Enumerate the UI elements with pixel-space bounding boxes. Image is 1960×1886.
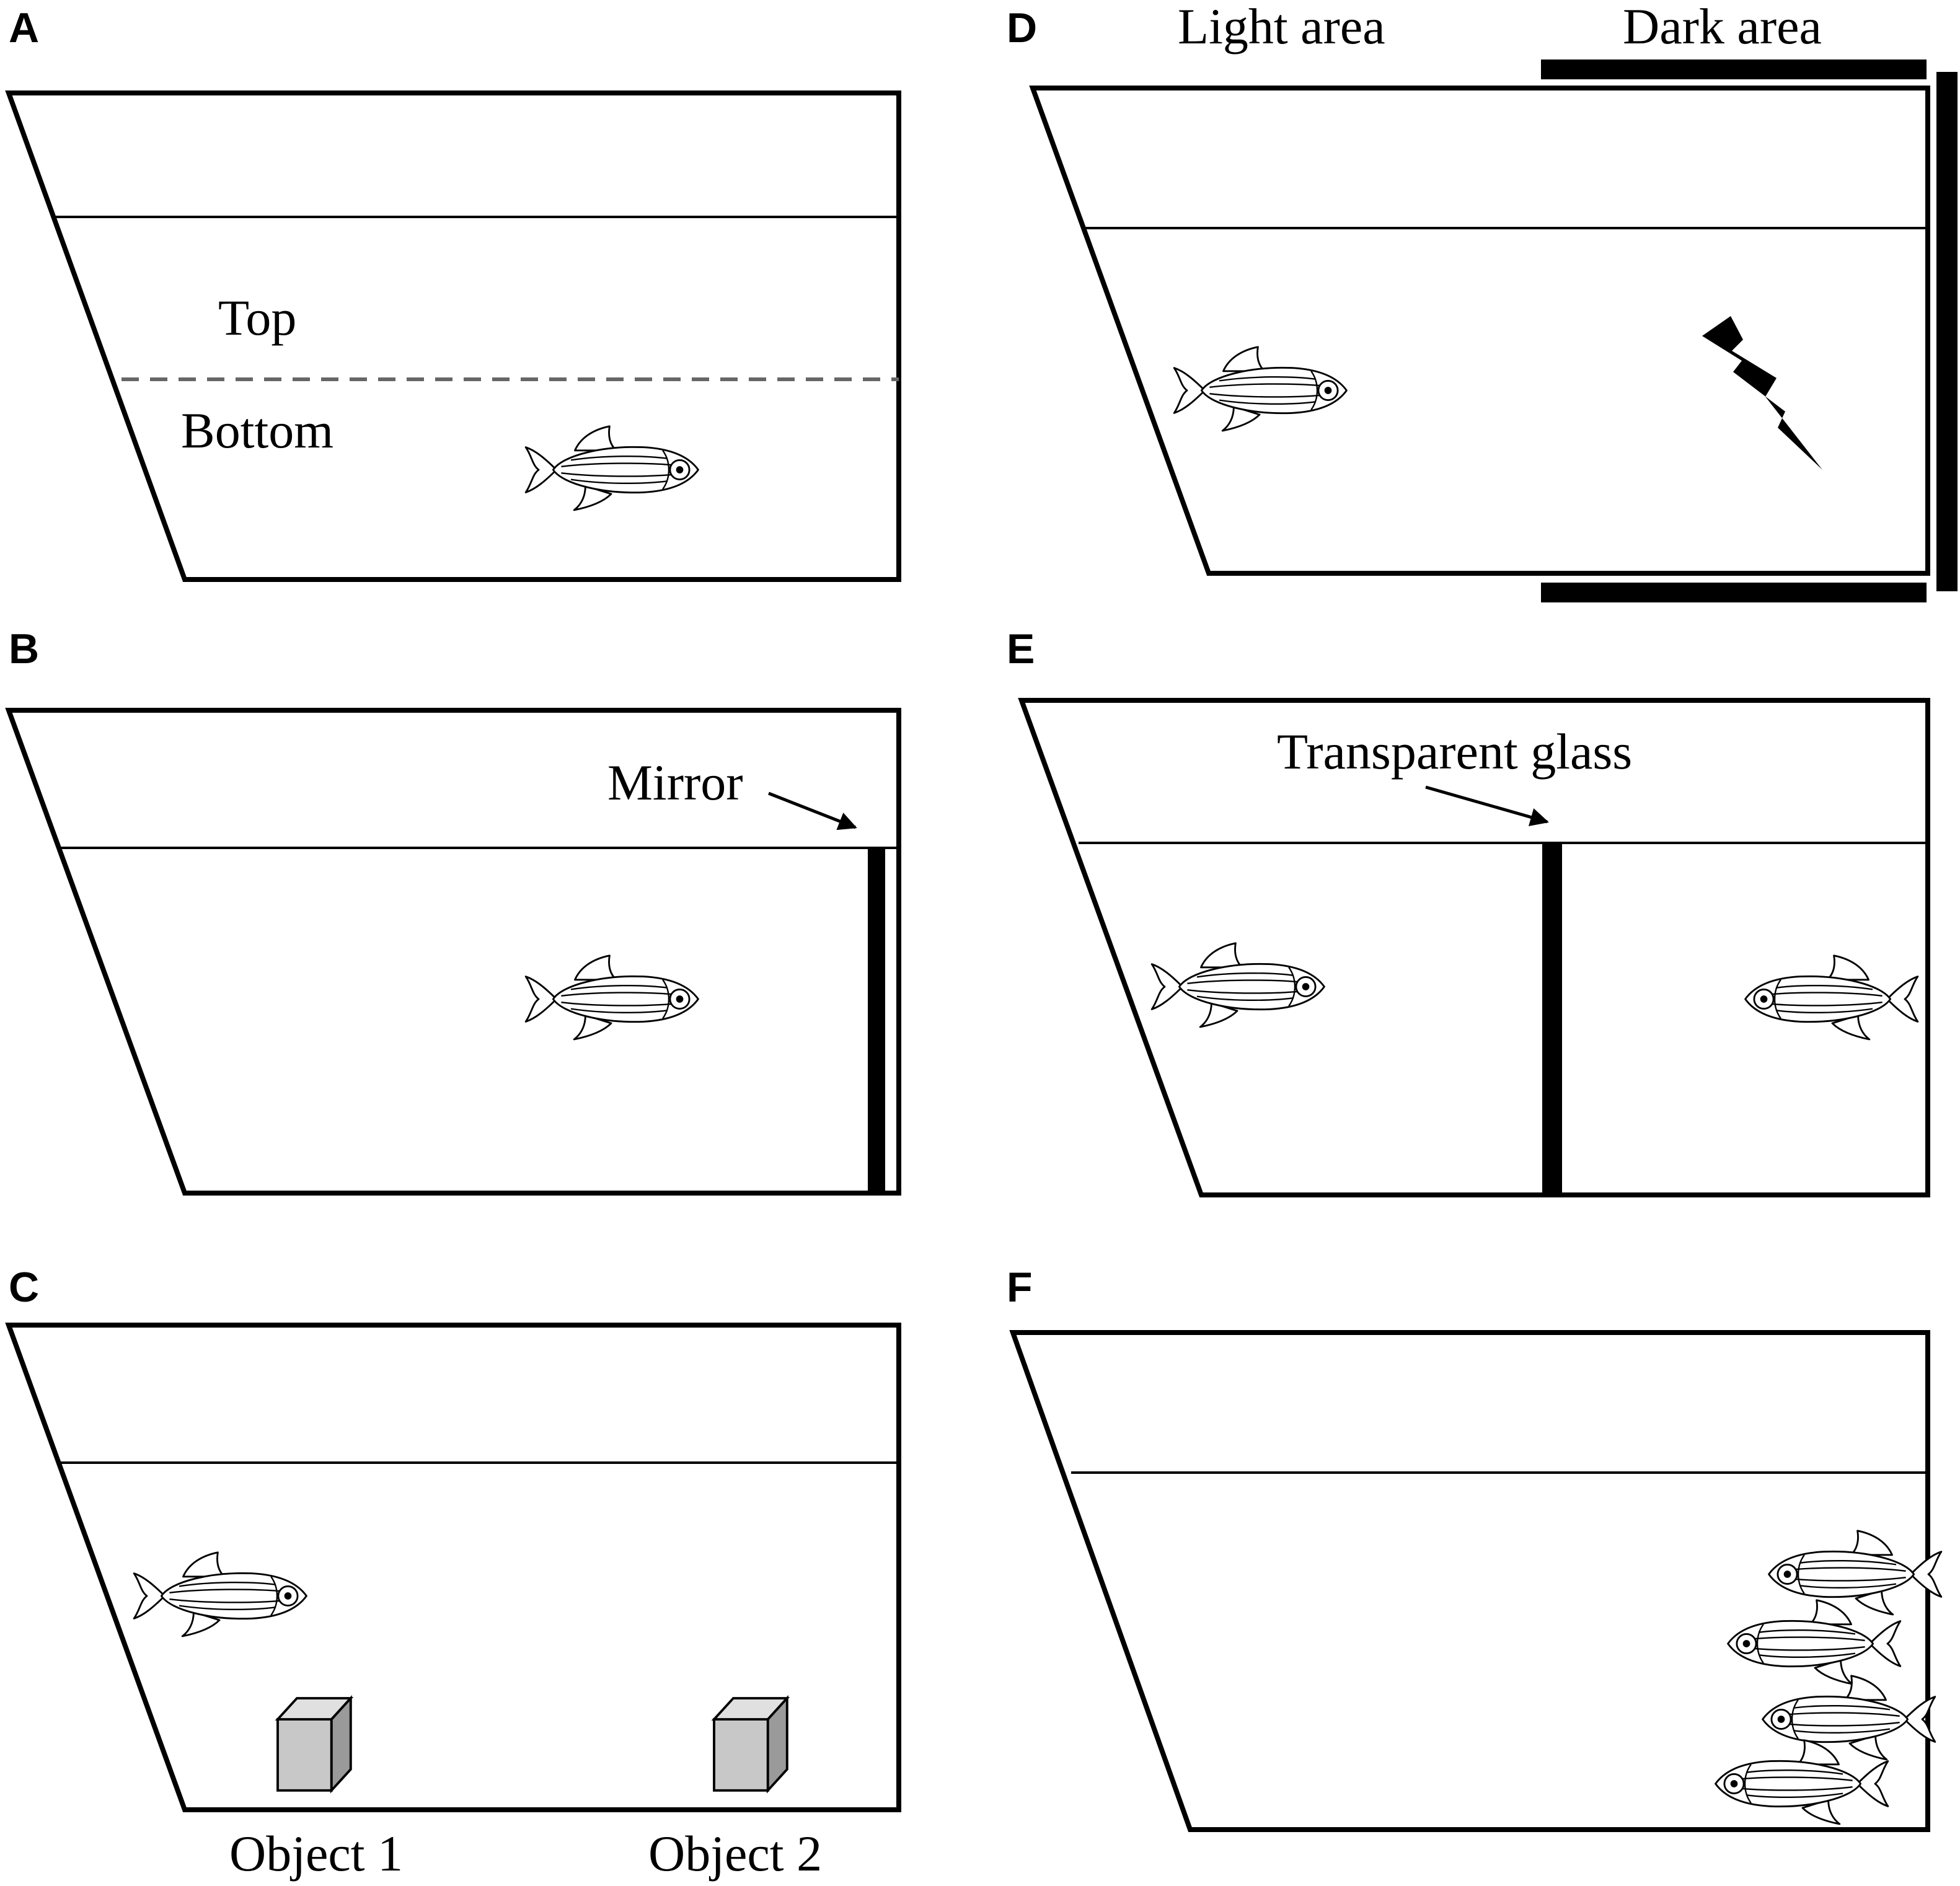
- mirror-label: Mirror: [607, 754, 743, 811]
- fish-icon: [1768, 1530, 1943, 1616]
- lightning-bolt-icon: [1702, 316, 1822, 470]
- transparent-glass-label: Transparent glass: [1277, 723, 1632, 780]
- panel-e: E Transparent glass: [1007, 625, 1930, 1197]
- tank-c: [5, 1323, 901, 1812]
- bottom-label: Bottom: [181, 402, 333, 459]
- panel-letter-e: E: [1007, 625, 1035, 672]
- arrow-icon: [768, 791, 857, 831]
- dark-cover-bottom: [1541, 583, 1927, 602]
- panel-f: F: [1007, 1264, 1943, 1832]
- fish-icon: [1762, 1675, 1936, 1761]
- fish-icon: [524, 425, 699, 511]
- fish-icon: [1150, 942, 1325, 1028]
- top-label: Top: [218, 289, 296, 346]
- panel-b: B Mirror: [5, 625, 901, 1196]
- fish-icon: [524, 954, 699, 1041]
- dark-cover-top: [1541, 59, 1927, 79]
- transparent-glass: [1542, 843, 1562, 1195]
- tank-a: [5, 90, 901, 582]
- cube-icon: [276, 1697, 352, 1792]
- tank-e: [1018, 698, 1930, 1197]
- fish-icon: [133, 1551, 307, 1637]
- dark-cover-side: [1936, 72, 1958, 591]
- fish-icon: [1744, 954, 1919, 1041]
- object-1-label: Object 1: [229, 1825, 403, 1882]
- fish-icon: [1173, 346, 1348, 432]
- panel-letter-b: B: [9, 625, 39, 672]
- object-2-label: Object 2: [648, 1825, 822, 1882]
- panel-a: A Top Bottom: [5, 4, 901, 582]
- tank-f: [1009, 1330, 1930, 1832]
- panel-letter-f: F: [1007, 1264, 1033, 1311]
- panel-letter-a: A: [9, 4, 39, 51]
- panel-letter-c: C: [9, 1264, 39, 1311]
- tank-b: [5, 708, 901, 1196]
- cube-icon: [713, 1697, 788, 1792]
- fish-icon: [1727, 1599, 1902, 1685]
- light-area-label: Light area: [1178, 0, 1385, 55]
- tank-d: [1029, 86, 1930, 576]
- dark-area-label: Dark area: [1623, 0, 1822, 55]
- panel-d: D Light area Dark area: [1007, 0, 1958, 602]
- mirror: [868, 848, 885, 1193]
- panel-c: C Object 1 Object 2: [5, 1264, 901, 1882]
- arrow-icon: [1425, 785, 1549, 827]
- panel-letter-d: D: [1007, 4, 1037, 51]
